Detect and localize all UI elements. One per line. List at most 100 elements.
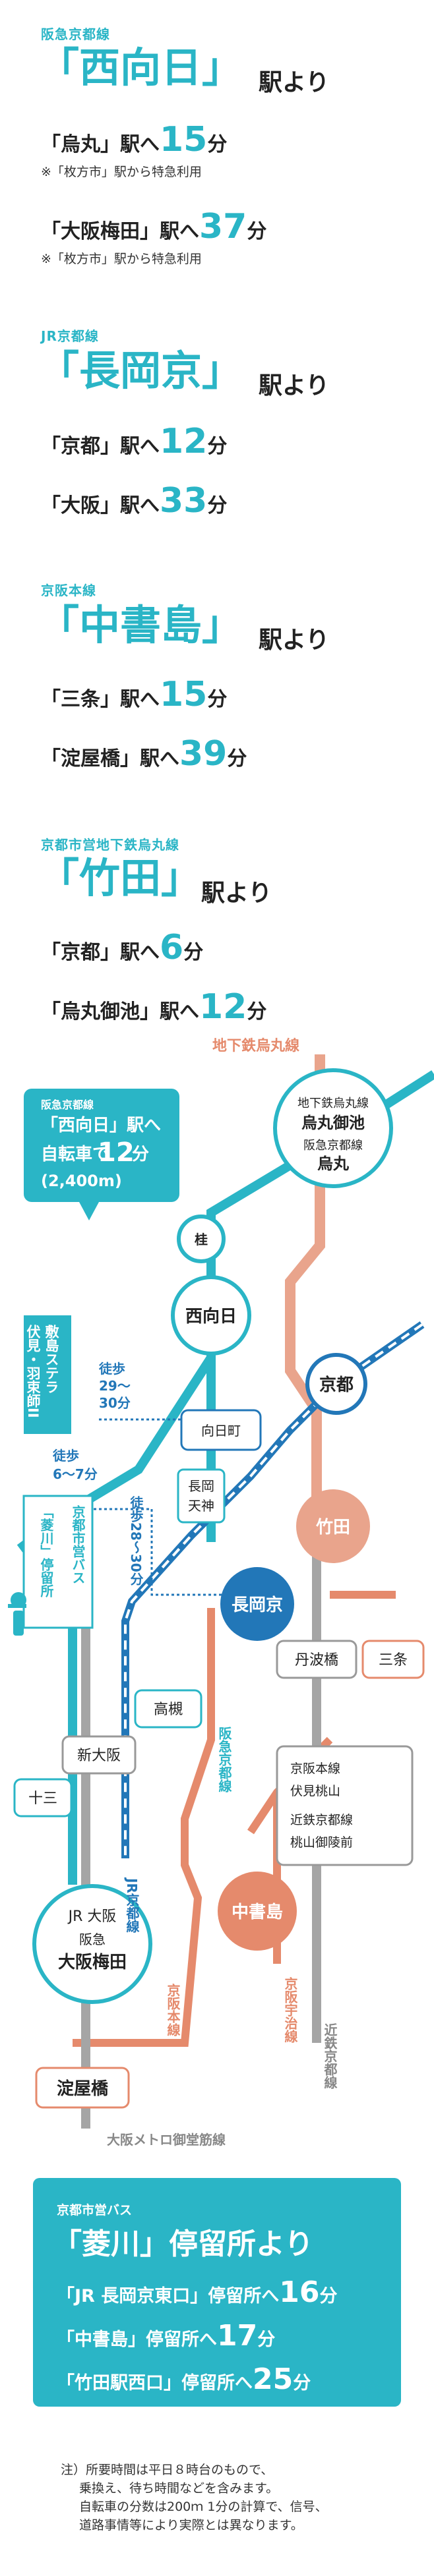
route-2: 「大阪」駅へ33分 [41,481,228,521]
kyoto-circle [305,1353,367,1415]
nagaokakyo-circle [220,1567,294,1641]
jr-osaka-1: JR 大阪 [67,1908,117,1925]
yori-text: 駅より [201,880,272,907]
stella-panel [24,1315,71,1434]
line-label: JR京都線 [41,328,99,344]
shinosaka-name: 新大阪 [77,1748,121,1764]
footnote-line: 乗換え、待ち時間などを含みます。 [79,2481,279,2496]
hankyu-vert-label: 阪急京都線 [216,1726,232,1792]
yodoyabashi-box [35,2067,130,2109]
nishimuko-name: 西向日 [185,1306,237,1327]
yori-text: 駅より [259,372,330,399]
yori-text: 駅より [259,69,330,96]
chushojima-name: 中書島 [232,1903,283,1922]
fushimi-label: 伏見・羽束師II [25,1324,41,1417]
karasuma-name: 烏丸 [317,1155,350,1173]
stella-label: 敷島ステラ [44,1324,59,1394]
station-name: 「竹田」 [38,854,202,902]
nagaoka-tenjin-1: 長岡 [188,1478,214,1494]
route-2: 「大阪梅田」駅へ37分 [41,207,267,246]
line-label: 阪急京都線 [41,26,110,42]
keihan-a: 京阪本線 [290,1761,340,1776]
route-2: 「淀屋橋」駅へ39分 [41,734,247,774]
hishikawa-panel [22,1495,94,1629]
route-1: 「三条」駅へ15分 [41,675,228,714]
hankyu-line-label: 阪急京都線 [303,1139,363,1153]
station-name: 「中書島」 [38,601,243,649]
route-1: 「烏丸」駅へ15分 [41,120,228,159]
walk1c: 30分 [99,1395,131,1411]
midosuji-label: 大阪メトロ御堂筋線 [107,2132,226,2148]
keihan-c: 近鉄京都線 [290,1813,353,1827]
footnote: 注）所要時間は平日８時台のもので、 乗換え、待ち時間などを含みます。 自転車の分… [61,2461,404,2534]
callout-bike: 自転車で [41,1144,109,1164]
kintetsu-vert-label: 近鉄京都線 [322,2022,338,2089]
callout-title: 「西向日」駅へ [41,1115,161,1135]
callout-line: 阪急京都線 [41,1099,94,1111]
hishikawa-vert-label: 「菱川」停留所 [38,1505,54,1598]
kyoto-name: 京都 [319,1375,354,1395]
osaka-circle [32,1884,152,2004]
takeda-circle [296,1489,370,1563]
footnote-line: 注）所要時間は平日８時台のもので、 [61,2463,274,2477]
person-icon [8,1592,26,1636]
sanjo-name: 三条 [379,1652,408,1669]
bus-route-2: 「中書島」停留所へ17分 [57,2319,276,2353]
route-2: 「烏丸御池」駅へ12分 [41,987,267,1027]
bus-info-box: 京都市営バス 「菱川」停留所より 「JR 長岡京東口」停留所へ16分 「中書島」… [33,2178,401,2407]
route-1: 「京都」駅へ12分 [41,422,228,461]
jr-osaka-2: 阪急 [79,1932,106,1947]
walk1b: 29〜 [99,1378,131,1394]
line-label: 京都市営地下鉄烏丸線 [41,837,179,853]
jr-vert-label: JR京都線 [124,1877,140,1933]
keihan-uji-vert-label: 京阪宇治線 [282,1976,298,2043]
mukomachi-name: 向日町 [201,1423,241,1439]
nagaoka-tenjin-2: 天神 [188,1498,214,1514]
tanbabashi-box [276,1640,357,1679]
juso-box [13,1778,73,1818]
line-label: 京阪本線 [41,583,96,598]
karasuma-line-label: 地下鉄烏丸線 [297,1097,369,1110]
keihan-b: 伏見桃山 [290,1784,340,1798]
callout-pointer [79,1202,99,1220]
walk1: 徒歩 [98,1361,125,1377]
sanjo-box [361,1640,425,1679]
mukomachi-box [180,1409,262,1451]
juso-name: 十三 [28,1790,57,1807]
keihan-main-vert-label: 京阪本線 [165,1983,181,2036]
route-note: ※「枚方市」駅から特急利用 [41,165,202,179]
callout-box [24,1089,179,1202]
fushimi-momoyama-box [276,1745,414,1866]
walk3: 徒歩28〜30分 [128,1495,144,1586]
footnote-line: 道路事情等により実際とは異なります。 [79,2518,303,2533]
route-map: 阪急京都線 「西向日」駅へ 自転車で 12 分 (2,400m) 地下鉄烏丸線 … [8,1037,434,2148]
route-1: 「京都」駅へ6分 [41,928,204,967]
footnote-line: 自転車の分数は200ｍ 1分の計算で、信号、 [79,2500,328,2514]
keihan-d: 桃山御陵前 [290,1835,353,1850]
takatsuki-name: 高槻 [154,1702,183,1718]
jr-osaka-3: 大阪梅田 [58,1952,127,1972]
subway-label: 地下鉄烏丸線 [212,1037,299,1054]
karasuma-oike-name: 烏丸御池 [301,1114,365,1132]
bus-label: 京都市営バス [57,2203,133,2218]
callout-minutes: 12 [98,1137,135,1168]
nagaokakyo-name: 長岡京 [232,1595,283,1615]
route-note: ※「枚方市」駅から特急利用 [41,252,202,266]
keihan-main-line [73,1608,215,2047]
chushojima-circle [218,1872,297,1951]
katsura-name: 桂 [194,1232,208,1247]
nagaoka-tenjin-box [177,1468,226,1524]
bus-route-3: 「竹田駅西口」停留所へ25分 [57,2362,311,2396]
station-name: 「西向日」 [38,43,243,92]
karasuma-oike-circle [273,1068,393,1188]
nishimuko-circle [171,1275,251,1356]
takatsuki-box [134,1689,202,1729]
walk-route-2 [73,1508,237,1596]
tanbabashi-name: 丹波橋 [295,1652,338,1669]
subway-karasuma-line [285,1054,325,1503]
yodoyabashi-name: 淀屋橋 [57,2078,109,2099]
bus-route-1: 「JR 長岡京東口」停留所へ16分 [57,2275,338,2309]
yori-text: 駅より [259,627,330,654]
bus-vert-label: 京都市営バス [70,1504,86,1584]
callout-dist: (2,400m) [41,1172,122,1190]
